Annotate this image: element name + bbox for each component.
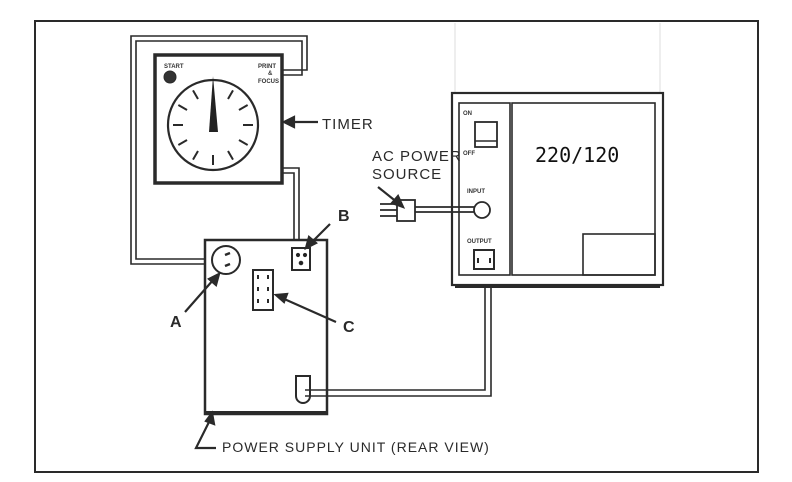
timer-cord-a <box>130 35 308 265</box>
diagram-border <box>34 20 759 473</box>
output-socket <box>473 249 495 270</box>
voltage-converter <box>450 91 665 288</box>
timer-cord-b <box>282 167 300 250</box>
dial-tick <box>227 89 234 100</box>
ac-power-label-1: AC POWER <box>372 148 462 165</box>
output-label: OUTPUT <box>467 239 492 245</box>
label-c: C <box>343 319 356 336</box>
dial-tick <box>177 139 188 146</box>
label-a: A <box>170 314 183 331</box>
dial-tick <box>238 104 249 111</box>
outlet-a <box>211 245 241 275</box>
dial-tick <box>192 150 199 161</box>
power-supply-label: POWER SUPPLY UNIT (REAR VIEW) <box>222 439 490 455</box>
power-supply-unit <box>203 238 329 416</box>
callout-arrows <box>184 115 406 450</box>
on-label: ON <box>463 111 472 117</box>
connector-c <box>252 269 274 311</box>
print-label: PRINT <box>258 64 276 70</box>
output-cord <box>305 262 492 397</box>
focus-label: FOCUS <box>258 79 279 85</box>
ac-power-label-2: SOURCE <box>372 166 442 183</box>
input-label: INPUT <box>467 189 485 195</box>
voltage-label: 220/120 <box>535 143 619 167</box>
label-b: B <box>338 208 351 225</box>
start-label: START <box>164 64 184 70</box>
start-button <box>163 70 177 84</box>
dial-tick <box>192 89 199 100</box>
off-label: OFF <box>463 151 475 157</box>
dial-tick <box>238 139 249 146</box>
power-switch <box>474 121 498 148</box>
outlet-b <box>291 247 311 271</box>
timer-hand <box>209 76 218 132</box>
input-socket <box>473 201 491 219</box>
timer <box>153 53 284 185</box>
dial-tick <box>227 150 234 161</box>
dial-tick <box>177 104 188 111</box>
amp-label: & <box>268 71 273 77</box>
timer-label: TIMER <box>322 116 374 133</box>
